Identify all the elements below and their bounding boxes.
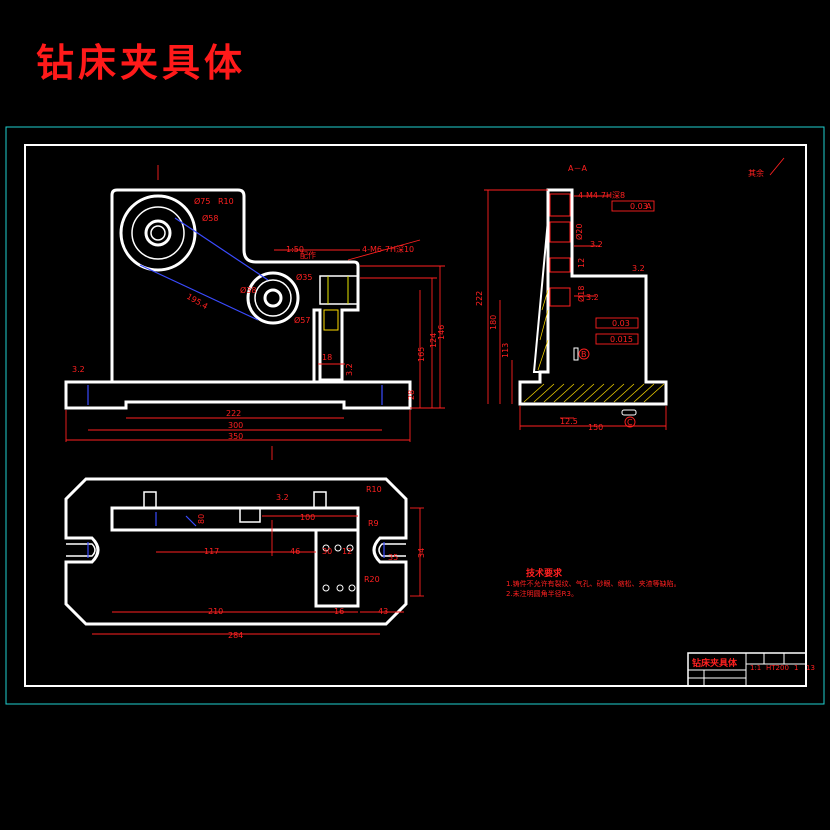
section-label: A－A <box>568 164 587 173</box>
dim-350: 350 <box>228 432 243 441</box>
sec-h222: 222 <box>475 291 484 306</box>
tol3: 0.015 <box>610 335 633 344</box>
dim-slope: 195.4 <box>185 292 209 311</box>
dim-w-slot: 18 <box>322 353 332 362</box>
section-view <box>484 157 785 430</box>
top-r10: R10 <box>366 485 382 494</box>
sec-thread: 4-M4-7H深8 <box>578 191 625 200</box>
top-r9: R9 <box>368 519 379 528</box>
title-block <box>687 652 807 687</box>
dim-300: 300 <box>228 421 243 430</box>
sec-w150: 150 <box>588 423 603 432</box>
datum-a1: A <box>646 202 652 211</box>
dim-h3: 146 <box>437 325 446 340</box>
dim-d-hole2: Ø38 <box>240 285 256 295</box>
sec-w12: 12 <box>577 258 586 268</box>
sec-bore1: Ø20 <box>574 224 584 240</box>
top-r20: R20 <box>364 575 380 584</box>
roughness-front: 3.2 <box>72 365 85 374</box>
dim-d-mid: Ø58 <box>202 213 218 223</box>
dim-base-h: 28 <box>407 390 416 400</box>
top-d46: 46 <box>290 547 300 556</box>
dim-d-outer: Ø75 <box>194 196 210 206</box>
sec-rough1: 3.2 <box>590 240 603 249</box>
top-d117: 117 <box>204 547 219 556</box>
top-d80: 80 <box>197 514 206 524</box>
dim-d-small: Ø57 <box>294 315 310 325</box>
top-d43: 43 <box>378 607 388 616</box>
tb-scale: 1:1 <box>750 664 761 672</box>
tol1: 0.03 <box>630 202 648 211</box>
top-d16: 16 <box>334 607 344 616</box>
inner-frame <box>24 144 807 687</box>
dim-d-hole: Ø35 <box>296 272 312 282</box>
roughness-front2: 3.2 <box>345 363 354 376</box>
dim-r-corner: R10 <box>218 197 234 206</box>
page-title: 钻床夹具体 <box>36 40 247 85</box>
tb-name: 钻床夹具体 <box>692 657 738 669</box>
top-d284: 284 <box>228 631 243 640</box>
sec-rough2: 3.2 <box>586 293 599 302</box>
top-d12: 12 <box>342 547 352 556</box>
top-d100: 100 <box>300 513 315 522</box>
dim-thread: 4-M6-7H深10 <box>362 245 414 254</box>
dim-ratio: 1:50 <box>286 245 304 254</box>
sec-h180: 180 <box>489 315 498 330</box>
sec-circle-b: B <box>581 350 587 359</box>
tech-title: 技术要求 <box>526 567 563 579</box>
tb-qty: 1 <box>794 664 798 672</box>
tech-line1: 1.铸件不允许有裂纹、气孔、砂眼、缩松、夹渣等缺陷。 <box>506 579 681 588</box>
tb-material: HT200 <box>766 664 789 672</box>
dim-222: 222 <box>226 409 241 418</box>
top-view <box>64 446 424 635</box>
tech-line2: 2.未注明圆角半径R3。 <box>506 589 578 598</box>
sec-bore2: Ø18 <box>576 286 586 302</box>
note-small: 配作 <box>300 250 316 260</box>
sec-h113: 113 <box>501 343 510 358</box>
tb-sheet: 13 <box>806 664 815 672</box>
dim-h2: 124 <box>429 333 438 348</box>
top-d35: 35 <box>388 553 398 562</box>
sec-w12-5: 12.5 <box>560 417 578 426</box>
top-rough: 3.2 <box>276 493 289 502</box>
front-view <box>64 165 445 442</box>
dim-h1: 165 <box>417 347 426 362</box>
tol2: 0.03 <box>612 319 630 328</box>
top-d210: 210 <box>208 607 223 616</box>
sec-circle-c: C <box>627 418 633 427</box>
sec-rough3: 3.2 <box>632 264 645 273</box>
roughness-note: 其余 <box>748 168 764 178</box>
outer-frame <box>5 126 825 705</box>
top-d34: 34 <box>417 548 426 558</box>
top-d30: 30 <box>322 547 332 556</box>
